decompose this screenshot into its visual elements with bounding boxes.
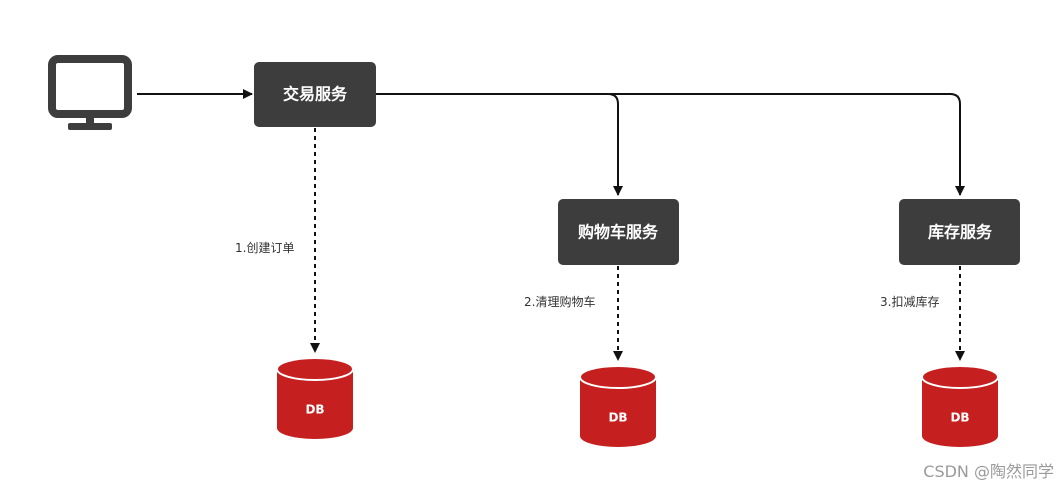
trade-service-label: 交易服务 [283,85,348,104]
cart-database-label: DB [608,411,627,425]
step-deduct-stock-label: 3.扣减库存 [880,294,939,309]
trade-database-label: DB [305,403,324,417]
cart-database-icon: DB [579,365,657,447]
stock-database-label: DB [950,411,969,425]
step-clear-cart-label: 2.清理购物车 [524,294,595,309]
watermark: CSDN @陶然同学 [923,462,1054,481]
stock-service-label: 库存服务 [928,223,993,242]
step-create-order-label: 1.创建订单 [235,241,294,255]
cart-service-box: 购物车服务 [558,199,679,265]
trade-to-stock-arrow [610,93,965,196]
trade-service-box: 交易服务 [254,62,376,127]
monitor-icon [48,55,132,130]
cart-service-label: 购物车服务 [578,223,659,242]
trade-database-icon: DB [276,357,354,439]
trade-to-cart-arrow [376,93,623,196]
stock-database-icon: DB [921,365,999,447]
stock-service-box: 库存服务 [899,199,1020,265]
